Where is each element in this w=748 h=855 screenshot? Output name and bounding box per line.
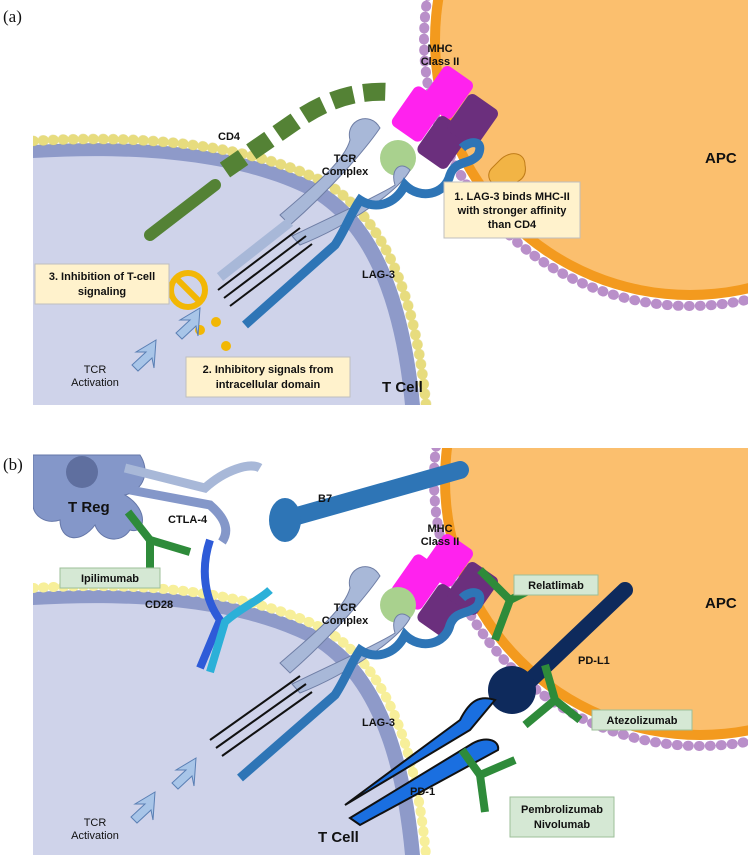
- ipilimumab-label-box: Ipilimumab: [59, 567, 161, 589]
- inhibition-icon: [168, 270, 208, 310]
- svg-text:signaling: signaling: [78, 286, 126, 298]
- cd4-molecule-a: [144, 82, 391, 241]
- svg-text:Relatlimab: Relatlimab: [528, 580, 584, 592]
- tcr-label-a-2: Complex: [322, 166, 369, 178]
- tcr-complex-b: [209, 566, 411, 757]
- ctla-4-molecule: [123, 461, 263, 545]
- panel-b: (b) T Reg CTLA-4 B7 Ipilimumab CD28 MHC …: [3, 448, 748, 855]
- panel-a-letter: (a): [3, 7, 22, 26]
- mhc-label-a-1: MHC: [427, 43, 452, 55]
- callout-2: 2. Inhibitory signals from intracellular…: [185, 356, 351, 398]
- tcell-label-b: T Cell: [318, 829, 359, 846]
- svg-text:with stronger affinity: with stronger affinity: [457, 205, 568, 217]
- pd-l1-molecule: [488, 582, 633, 714]
- tcell-label-a: T Cell: [382, 379, 423, 396]
- mhc-label-b-1: MHC: [427, 523, 452, 535]
- apc-label-b: APC: [705, 595, 737, 612]
- panel-b-letter: (b): [3, 455, 23, 474]
- tcr-activation-label-b-2: Activation: [71, 830, 119, 842]
- tcr-activation-label-a-1: TCR: [84, 364, 107, 376]
- cd28-molecule: [196, 538, 273, 674]
- atezolizumab-label-box: Atezolizumab: [591, 709, 693, 731]
- apc-label-a: APC: [705, 150, 737, 167]
- svg-text:Pembrolizumab: Pembrolizumab: [521, 804, 603, 816]
- pd1-label: PD-1: [410, 786, 435, 798]
- lag3-label-a: LAG-3: [362, 269, 395, 281]
- b7-label: B7: [318, 493, 332, 505]
- tcr-activation-arrows-a: [131, 307, 201, 372]
- svg-text:intracellular domain: intracellular domain: [216, 379, 321, 391]
- svg-text:1. LAG-3 binds MHC-II: 1. LAG-3 binds MHC-II: [454, 191, 570, 203]
- svg-text:than CD4: than CD4: [488, 219, 537, 231]
- callout-3: 3. Inhibition of T-cell signaling: [34, 263, 170, 305]
- tcr-activation-label-a-2: Activation: [71, 377, 119, 389]
- lag-3-molecule-a: [242, 138, 485, 329]
- tcr-label-b-2: Complex: [322, 615, 369, 627]
- pembrolizumab-antibody: [458, 747, 517, 813]
- pd-1-molecule: [344, 697, 500, 827]
- svg-text:Nivolumab: Nivolumab: [534, 819, 591, 831]
- svg-text:Ipilimumab: Ipilimumab: [81, 573, 139, 585]
- atezolizumab-antibody: [522, 663, 583, 729]
- mhc-label-b-2: Class II: [421, 536, 460, 548]
- ctla4-label: CTLA-4: [168, 514, 208, 526]
- relatlimab-label-box: Relatlimab: [513, 574, 599, 596]
- t-cell-b: [33, 581, 431, 855]
- mhc-label-a-2: Class II: [421, 56, 460, 68]
- b7-molecule: [269, 461, 469, 542]
- svg-text:3. Inhibition of T-cell: 3. Inhibition of T-cell: [49, 271, 155, 283]
- tcr-activation-arrows-b: [130, 757, 197, 824]
- tcr-activation-label-b-1: TCR: [84, 817, 107, 829]
- lag3-label-b: LAG-3: [362, 717, 395, 729]
- cd28-label: CD28: [145, 599, 173, 611]
- pdl1-label: PD-L1: [578, 655, 610, 667]
- pembrolizumab-label-box: Pembrolizumab Nivolumab: [509, 796, 615, 838]
- ipilimumab-antibody: [124, 509, 192, 568]
- tcr-label-a-1: TCR: [334, 153, 357, 165]
- svg-text:2. Inhibitory signals from: 2. Inhibitory signals from: [203, 364, 334, 376]
- panel-a: (a) MHC Class II CD4 TCR Complex APC LAG…: [3, 0, 748, 405]
- tcr-label-b-1: TCR: [334, 602, 357, 614]
- svg-text:Atezolizumab: Atezolizumab: [607, 715, 678, 727]
- cd4-label: CD4: [218, 131, 241, 143]
- treg-label: T Reg: [68, 499, 110, 516]
- lag-3-molecule-b: [237, 588, 485, 782]
- callout-1: 1. LAG-3 binds MHC-II with stronger affi…: [443, 181, 581, 239]
